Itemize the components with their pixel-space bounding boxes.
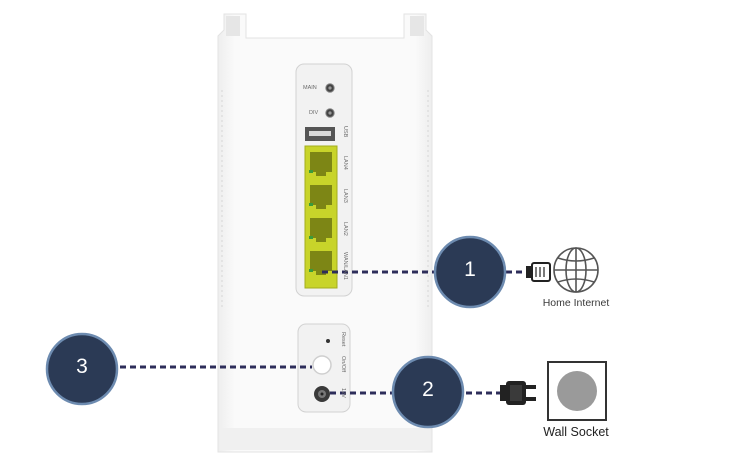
side-vents bbox=[221, 90, 429, 310]
top-tab-left bbox=[226, 16, 240, 36]
wall-socket-icon bbox=[547, 361, 607, 421]
ethernet-plug-icon bbox=[526, 262, 551, 282]
lan2-port bbox=[310, 218, 332, 242]
wan-lan1-port bbox=[310, 251, 332, 275]
wall-socket-label: Wall Socket bbox=[543, 425, 609, 439]
power-plug-icon bbox=[500, 381, 536, 405]
router-base bbox=[222, 428, 428, 450]
top-tab-right bbox=[410, 16, 424, 36]
lan2-port-label: LAN2 bbox=[342, 222, 348, 236]
reset-pinhole bbox=[326, 339, 330, 343]
globe-icon bbox=[553, 247, 599, 293]
step-2-number: 2 bbox=[422, 378, 434, 401]
router-device bbox=[217, 13, 433, 453]
step-3-number: 3 bbox=[76, 355, 88, 378]
lan-ports bbox=[304, 145, 338, 289]
usb-port-label: USB bbox=[342, 126, 348, 138]
step-1-circle bbox=[433, 235, 507, 309]
power-12v-label: 12V bbox=[340, 388, 346, 398]
wan-port-label: WAN/LAN1 bbox=[342, 252, 348, 280]
lan3-port bbox=[310, 185, 332, 209]
div-port-label: DIV bbox=[309, 110, 319, 116]
lan3-port-label: LAN3 bbox=[342, 189, 348, 203]
step-3-circle bbox=[45, 332, 119, 406]
step-2-circle bbox=[391, 355, 465, 429]
lan4-port bbox=[310, 152, 332, 176]
home-internet-label: Home Internet bbox=[542, 297, 610, 309]
reset-label: Reset bbox=[340, 332, 346, 347]
main-port-label: MAIN bbox=[303, 85, 317, 91]
step-1-number: 1 bbox=[464, 258, 476, 281]
step-circles bbox=[45, 235, 507, 429]
connection-lines bbox=[120, 270, 526, 395]
onoff-label: On/Off bbox=[340, 356, 346, 373]
lan4-port-label: LAN4 bbox=[342, 156, 348, 170]
power-button bbox=[312, 355, 332, 375]
